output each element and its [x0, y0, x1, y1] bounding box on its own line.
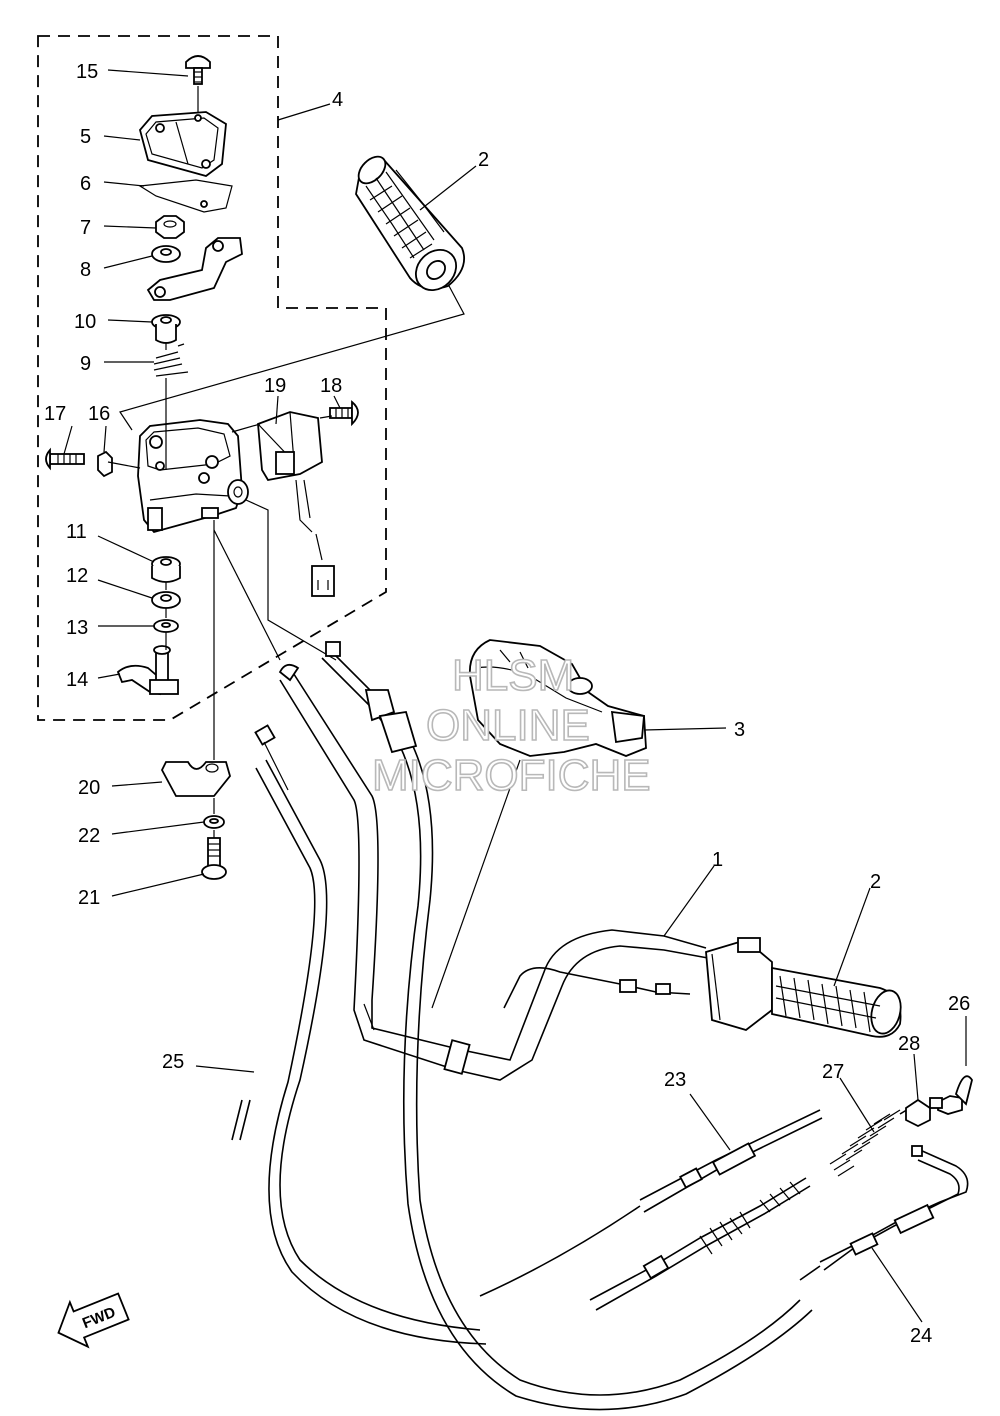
washer-12 — [151, 591, 181, 609]
label-9: 9 — [80, 353, 91, 375]
label-6: 6 — [80, 173, 91, 195]
label-14: 14 — [66, 669, 88, 691]
grip-2-upper — [355, 155, 466, 291]
throttle-housing-3 — [468, 639, 647, 757]
assembly-lines — [107, 86, 465, 838]
lever-14 — [116, 645, 179, 696]
nut-16 — [97, 450, 113, 478]
label-22: 22 — [78, 825, 100, 847]
wing-nut-26 — [929, 1075, 973, 1115]
label-24: 24 — [910, 1325, 932, 1347]
lever-bracket — [146, 237, 243, 301]
label-4: 4 — [332, 89, 343, 111]
label-19: 19 — [264, 375, 286, 397]
part-labels: 15 5 6 7 8 10 9 4 2 17 16 19 18 11 12 13… — [44, 61, 970, 1347]
label-25: 25 — [162, 1051, 184, 1073]
label-16: 16 — [88, 403, 110, 425]
washer-22 — [203, 815, 225, 829]
label-21: 21 — [78, 887, 100, 909]
label-20: 20 — [78, 777, 100, 799]
label-15: 15 — [76, 61, 98, 83]
collar-10 — [151, 314, 181, 344]
label-26: 26 — [948, 993, 970, 1015]
throttle-grip-assembly — [705, 937, 902, 1038]
screw-17 — [45, 447, 85, 471]
adjuster-28 — [905, 1098, 931, 1128]
clamp-20 — [160, 761, 231, 797]
label-12: 12 — [66, 565, 88, 587]
cable-23 — [479, 1109, 823, 1297]
screw-18 — [329, 400, 359, 427]
spring-27 — [829, 1107, 911, 1177]
switch-cover-5 — [139, 111, 227, 177]
leader-lines — [63, 69, 967, 1323]
label-10: 10 — [74, 311, 96, 333]
watermark-line-1: HLSM — [452, 651, 574, 700]
label-2-lower: 2 — [870, 871, 881, 893]
cable-24 — [799, 1145, 969, 1281]
collar-11 — [151, 556, 181, 583]
label-18: 18 — [320, 375, 342, 397]
washer-8 — [151, 245, 181, 263]
spring-9 — [153, 343, 189, 377]
cable-clutch — [321, 641, 813, 1411]
watermark-line-3: MICROFICHE — [372, 751, 651, 800]
bolt-21 — [201, 837, 227, 880]
watermark: HLSM ONLINE MICROFICHE — [371, 650, 651, 801]
label-11: 11 — [66, 521, 87, 543]
fwd-arrow: FWD — [57, 1292, 130, 1349]
cable-25 — [231, 724, 487, 1345]
kill-switch-19 — [257, 411, 323, 533]
washer-13 — [153, 619, 179, 633]
label-1: 1 — [712, 849, 723, 871]
nut-7 — [155, 215, 185, 239]
label-27: 27 — [822, 1061, 844, 1083]
handlebar-1 — [278, 663, 709, 1081]
label-5: 5 — [80, 126, 91, 148]
label-7: 7 — [80, 217, 91, 239]
watermark-line-2: ONLINE — [426, 701, 590, 750]
throttle-cable-short — [503, 967, 691, 1009]
assembly-boundary — [37, 35, 387, 721]
switch-housing — [137, 419, 249, 534]
connector-19 — [311, 533, 335, 597]
label-23: 23 — [664, 1069, 686, 1091]
label-2-upper: 2 — [478, 149, 489, 171]
screw-15 — [185, 55, 211, 85]
gasket-6 — [138, 179, 233, 213]
label-13: 13 — [66, 617, 88, 639]
label-28: 28 — [898, 1033, 920, 1055]
label-17: 17 — [44, 403, 66, 425]
label-3: 3 — [734, 719, 745, 741]
label-8: 8 — [80, 259, 91, 281]
cable-boot — [589, 1177, 811, 1311]
